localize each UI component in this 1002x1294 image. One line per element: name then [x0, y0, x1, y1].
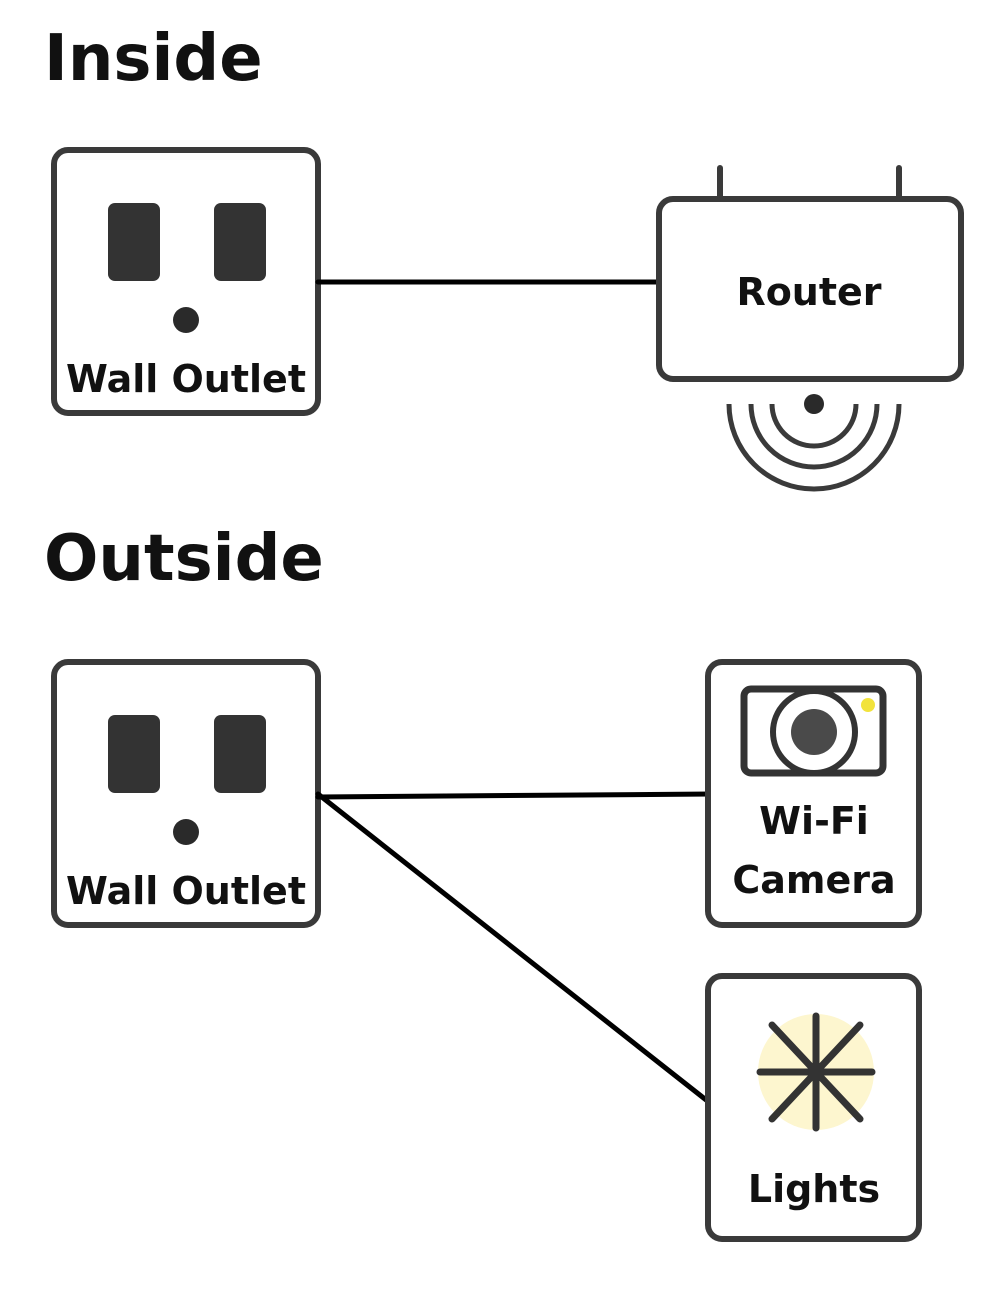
outlet-slot-right	[214, 715, 266, 793]
camera-icon	[740, 685, 887, 777]
outlet-icon	[108, 715, 266, 845]
outlet-icon	[108, 203, 266, 333]
outside-wall-outlet: Wall Outlet	[51, 659, 321, 928]
router-antenna-icon	[717, 165, 902, 203]
router-label: Router	[736, 270, 881, 314]
outlet-slot-right	[214, 203, 266, 281]
inside-wall-outlet: Wall Outlet	[51, 147, 321, 416]
inside-heading: Inside	[44, 22, 263, 96]
camera-connection-wire	[315, 791, 715, 800]
inside-outlet-label: Wall Outlet	[66, 357, 306, 401]
camera-indicator-light	[861, 698, 875, 712]
camera-label-line2: Camera	[732, 858, 895, 902]
outlet-ground-hole	[173, 819, 199, 845]
lights: Lights	[705, 973, 922, 1242]
wifi-camera: Wi-Fi Camera	[705, 659, 922, 928]
lights-connection-wire	[315, 791, 713, 1106]
outlet-slot-left	[108, 203, 160, 281]
router-icon	[656, 196, 964, 382]
wifi-signal-icon	[726, 394, 902, 492]
outside-outlet-label: Wall Outlet	[66, 869, 306, 913]
router: Router	[656, 165, 964, 492]
outlet-slot-left	[108, 715, 160, 793]
camera-label-line1: Wi-Fi	[759, 799, 869, 843]
light-burst-icon	[756, 1012, 876, 1132]
outside-heading: Outside	[44, 522, 324, 596]
outlet-ground-hole	[173, 307, 199, 333]
lights-label: Lights	[748, 1167, 880, 1211]
